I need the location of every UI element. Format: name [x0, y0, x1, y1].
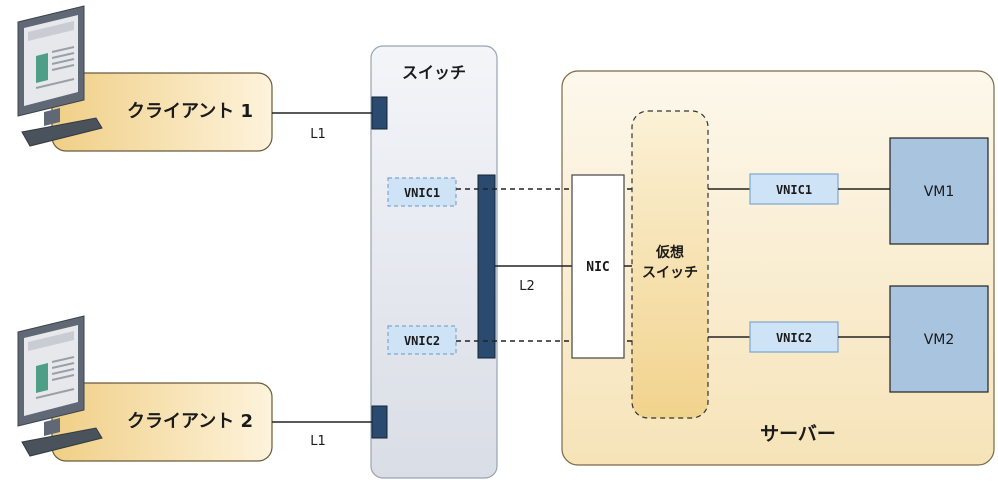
- vm-1-label: VM1: [924, 184, 955, 200]
- virtual-switch-label-2: スイッチ: [642, 265, 698, 281]
- switch-vnic-2-label: VNIC2: [404, 334, 440, 348]
- server-vnic-1-label: VNIC1: [776, 183, 812, 197]
- link-client-2-label: L1: [310, 434, 326, 449]
- virtual-switch-label-1: 仮想: [655, 244, 684, 261]
- switch-uplink-port: [478, 175, 495, 358]
- client-1-label: クライアント 1: [127, 101, 253, 122]
- nic-label: NIC: [586, 260, 609, 275]
- client-1: クライアント 1: [18, 6, 272, 151]
- client-2-label: クライアント 2: [127, 411, 253, 432]
- link-uplink-label: L2: [519, 279, 535, 294]
- server-label: サーバー: [760, 423, 836, 445]
- switch-port-2: [372, 406, 387, 438]
- server-box: [562, 71, 994, 465]
- vm-2-label: VM2: [924, 332, 955, 348]
- server-vnic-2-label: VNIC2: [776, 331, 812, 345]
- switch-title: スイッチ: [402, 63, 466, 82]
- switch-port-1: [372, 97, 387, 129]
- switch-vnic-1-label: VNIC1: [404, 186, 440, 200]
- client-2: クライアント 2: [18, 316, 272, 461]
- link-client-1-label: L1: [310, 127, 326, 142]
